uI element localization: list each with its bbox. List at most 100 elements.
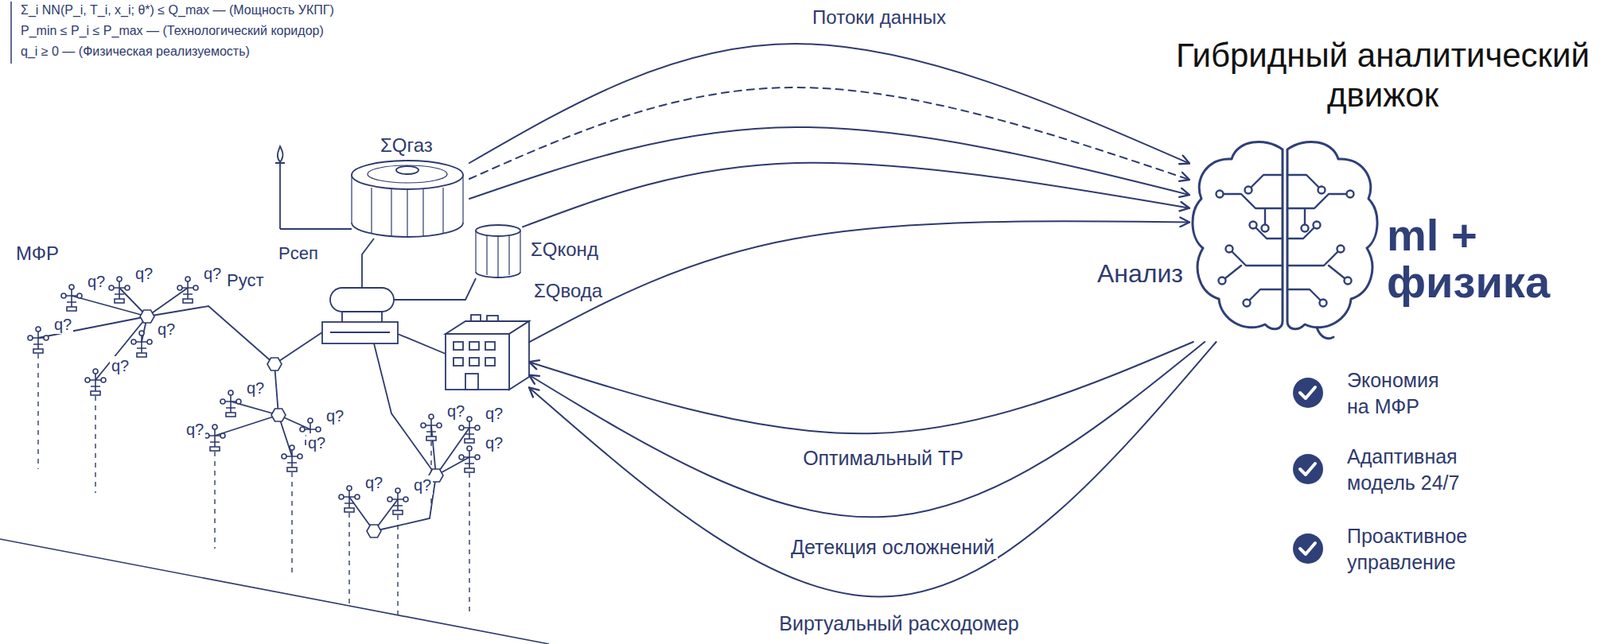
analytics-engine: Гибридный аналитический движокАнализml +… — [1189, 139, 1381, 343]
flow-label: Оптимальный ТР — [799, 446, 967, 471]
condensate-tank — [475, 225, 521, 278]
check-icon — [1300, 387, 1316, 399]
water-building — [469, 358, 479, 366]
brain-icon — [1249, 221, 1258, 230]
flow-rate-unknown: q? — [155, 319, 177, 339]
brain-icon — [1313, 221, 1321, 230]
flow-rate-unknown: q? — [324, 406, 346, 426]
brain-icon — [1245, 186, 1253, 195]
separator-unit — [322, 278, 398, 344]
wellheads — [204, 424, 226, 452]
pressure-label: Pуст — [226, 270, 265, 292]
water-building — [486, 315, 499, 322]
flow-rate-unknown: q? — [363, 473, 385, 493]
wellheads — [459, 446, 480, 473]
water-building — [465, 373, 479, 390]
wellheads — [220, 390, 242, 417]
well-bores — [38, 354, 470, 617]
flare-stack — [275, 163, 285, 230]
brain-icon — [1319, 299, 1328, 308]
flow-rate-unknown: q? — [85, 272, 107, 292]
formula-bracket — [10, 1, 12, 64]
brain-icon — [1337, 245, 1345, 254]
brain-icon — [1287, 141, 1378, 329]
engine-title: Гибридный аналитический движок — [1175, 35, 1590, 117]
data-flow-arrow — [529, 342, 1205, 518]
manifold-hubs — [271, 408, 286, 422]
wellheads — [281, 445, 303, 472]
pressure-label: Pсеп — [278, 243, 319, 265]
wellheads — [109, 276, 130, 304]
brain-icon — [1192, 141, 1283, 329]
wellheads — [27, 276, 480, 515]
benefit-item: Адаптивная модель 24/7 — [1346, 443, 1467, 496]
water-building — [469, 342, 479, 351]
wellheads — [27, 327, 49, 354]
water-building — [471, 315, 481, 322]
flow-label: Детекция осложнений — [787, 535, 998, 560]
water-building — [509, 321, 530, 390]
ground-line — [0, 539, 549, 644]
manifold-hubs — [140, 310, 155, 324]
manifold-hubs — [267, 358, 282, 371]
data-flow-arrow — [529, 342, 1194, 434]
brain-icon — [1261, 225, 1270, 233]
wellheads — [131, 330, 152, 358]
flow-rate-unknown: q? — [306, 433, 328, 453]
meter-label: МФР — [15, 242, 59, 266]
flare-stack — [275, 146, 285, 230]
check-icon — [1292, 533, 1324, 565]
data-flow-arrow — [522, 163, 1190, 228]
water-building — [453, 358, 464, 366]
formula-line: Σ_i NN(P_i, T_i, x_i; θ*) ≤ Q_max — (Мощ… — [20, 2, 335, 18]
wellheads — [420, 414, 442, 441]
data-flow-arrow — [529, 342, 1217, 597]
separator-unit — [322, 322, 398, 344]
separator-unit — [330, 288, 394, 312]
check-icon — [1300, 543, 1316, 555]
water-building — [445, 334, 510, 390]
formula-line: P_min ≤ P_i ≤ P_max — (Технологический к… — [20, 23, 324, 39]
flow-rate-unknown: q? — [483, 433, 505, 453]
condensate-tank — [475, 225, 521, 237]
analysis-label: Анализ — [1097, 258, 1184, 289]
data-flow-arrow — [529, 221, 1190, 343]
brain-icon — [1318, 186, 1326, 195]
flow-rate-unknown: q? — [184, 420, 206, 440]
water-building-node: ΣQвода — [445, 318, 530, 392]
check-icon — [1292, 377, 1324, 409]
water-building — [485, 358, 495, 366]
flow-rate-unknown: q? — [445, 401, 467, 421]
benefit-item: Проактивное управление — [1346, 523, 1487, 576]
flow-rate-unknown: q? — [202, 264, 223, 284]
water-building — [485, 342, 495, 351]
condensate-tank — [475, 230, 521, 278]
gas-tank — [396, 166, 419, 175]
flow-label: Виртуальный расходомер — [775, 611, 1023, 636]
manifold-hubs — [366, 525, 382, 538]
brain-icon — [1346, 190, 1355, 199]
wellheads — [85, 369, 106, 396]
brain-icon — [1226, 245, 1234, 254]
separator-unit — [330, 331, 390, 334]
benefit-item: Экономия на МФР — [1346, 367, 1455, 420]
wellheads — [338, 486, 360, 513]
flow-rate-unknown: q? — [52, 315, 74, 335]
gas-tank-node: ΣQгаз — [350, 157, 470, 238]
wellheads — [387, 488, 409, 515]
brain-icon — [1301, 225, 1309, 233]
formula-line: q_i ≥ 0 — (Физическая реализуемость) — [20, 43, 250, 59]
water-building — [445, 315, 530, 390]
flow-rate-unknown: q? — [133, 264, 155, 284]
data-flow-title: Потоки данных — [812, 6, 946, 30]
data-flow-arrow — [469, 87, 1190, 180]
condensate-tank-node: ΣQконд — [473, 222, 523, 284]
flow-rate-unknown: q? — [412, 475, 433, 495]
water-building — [453, 342, 464, 351]
flow-rate-unknown: q? — [483, 404, 505, 424]
brain-icon — [1218, 277, 1227, 285]
brain-icon — [1216, 190, 1224, 199]
brain-icon — [1192, 141, 1378, 339]
flow-label: ΣQвода — [533, 280, 603, 304]
